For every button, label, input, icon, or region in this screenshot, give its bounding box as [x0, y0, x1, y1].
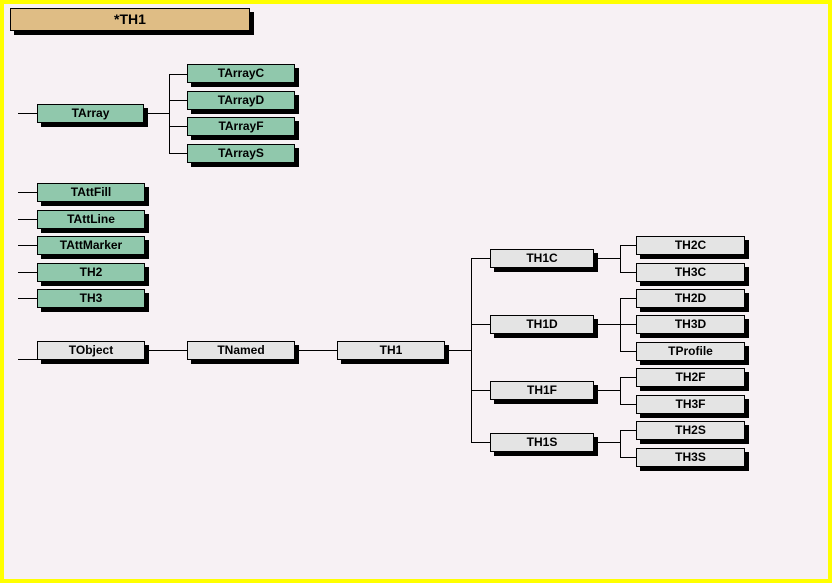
- connector-th1f-to-bus: [594, 390, 620, 391]
- connector-bus-to-tarrays: [169, 153, 187, 154]
- connector-bus-to-th2s: [620, 430, 636, 431]
- window-titlebar[interactable]: *TH1: [10, 8, 250, 31]
- connector-th1d-to-bus: [594, 324, 620, 325]
- node-th3s[interactable]: TH3S: [636, 448, 745, 467]
- connector-bus-to-tarrayf: [169, 126, 187, 127]
- node-tattmarker[interactable]: TAttMarker: [37, 236, 145, 255]
- connector-bus-to-th1f: [471, 390, 490, 391]
- node-tarrayc[interactable]: TArrayC: [187, 64, 295, 83]
- connector-th1s-to-bus: [594, 442, 620, 443]
- node-th1c[interactable]: TH1C: [490, 249, 594, 268]
- node-th2f[interactable]: TH2F: [636, 368, 745, 387]
- connector-bus-to-th3s: [620, 457, 636, 458]
- connector-bus-to-th3d: [620, 324, 636, 325]
- connector-bus-th1c-children: [620, 245, 621, 272]
- node-th3d[interactable]: TH3D: [636, 315, 745, 334]
- connector-bus-to-th1c: [471, 258, 490, 259]
- node-tprofile[interactable]: TProfile: [636, 342, 745, 361]
- connector-th1c-to-bus: [594, 258, 620, 259]
- connector-stub-tattmarker: [18, 245, 37, 246]
- connector-tnamed-to-th1: [295, 350, 337, 351]
- node-th3-base[interactable]: TH3: [37, 289, 145, 308]
- window-title: *TH1: [114, 11, 146, 27]
- node-th2-base[interactable]: TH2: [37, 263, 145, 282]
- node-th1f[interactable]: TH1F: [490, 381, 594, 400]
- connector-stub-th3: [18, 298, 37, 299]
- connector-stub-tattline: [18, 219, 37, 220]
- connector-bus-th1f-children: [620, 377, 621, 404]
- connector-bus-to-th1s: [471, 442, 490, 443]
- connector-bus-to-th3c: [620, 272, 636, 273]
- node-th1d[interactable]: TH1D: [490, 315, 594, 334]
- node-th1s[interactable]: TH1S: [490, 433, 594, 452]
- connector-bus-to-tarrayd: [169, 100, 187, 101]
- node-th3f[interactable]: TH3F: [636, 395, 745, 414]
- connector-bus-to-tprofile: [620, 351, 636, 352]
- node-th2c[interactable]: TH2C: [636, 236, 745, 255]
- node-tarrayd[interactable]: TArrayD: [187, 91, 295, 110]
- connector-tobject-to-tnamed: [145, 350, 187, 351]
- connector-stub-tobject: [18, 359, 37, 360]
- connector-bus-to-th1d: [471, 324, 490, 325]
- node-tobject[interactable]: TObject: [37, 341, 145, 360]
- connector-bus-to-th3f: [620, 404, 636, 405]
- node-tattline[interactable]: TAttLine: [37, 210, 145, 229]
- node-tarrayf[interactable]: TArrayF: [187, 117, 295, 136]
- connector-tarray-to-bus: [144, 113, 169, 114]
- connector-bus-to-th2f: [620, 377, 636, 378]
- connector-stub-tattfill: [18, 192, 37, 193]
- connector-bus-to-th2c: [620, 245, 636, 246]
- connector-stub-tarray: [18, 113, 37, 114]
- node-th2s[interactable]: TH2S: [636, 421, 745, 440]
- node-th1[interactable]: TH1: [337, 341, 445, 360]
- node-tarrays[interactable]: TArrayS: [187, 144, 295, 163]
- node-tattfill[interactable]: TAttFill: [37, 183, 145, 202]
- node-th3c[interactable]: TH3C: [636, 263, 745, 282]
- node-tnamed[interactable]: TNamed: [187, 341, 295, 360]
- connector-bus-tarray-children: [169, 74, 170, 153]
- node-tarray[interactable]: TArray: [37, 104, 144, 123]
- connector-bus-to-th2d: [620, 298, 636, 299]
- connector-bus-to-tarrayc: [169, 74, 187, 75]
- connector-bus-th1s-children: [620, 430, 621, 457]
- connector-bus-th1-children: [471, 258, 472, 442]
- node-th2d[interactable]: TH2D: [636, 289, 745, 308]
- connector-th1-to-bus: [445, 350, 471, 351]
- connector-stub-th2: [18, 272, 37, 273]
